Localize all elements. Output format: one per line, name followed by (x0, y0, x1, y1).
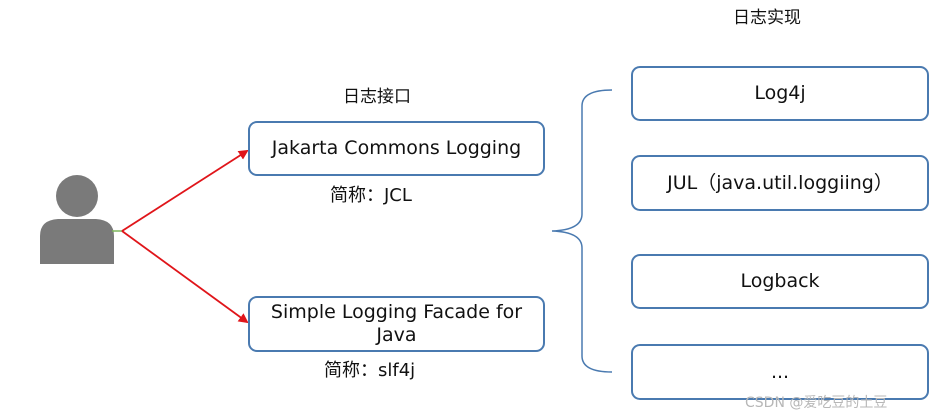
log4j-box: Log4j (631, 66, 929, 121)
logback-label: Logback (740, 270, 820, 292)
implementation-brace (551, 89, 613, 373)
slf4j-box: Simple Logging Facade for Java (248, 296, 545, 352)
implementation-heading: 日志实现 (733, 8, 801, 28)
jcl-box: Jakarta Commons Logging (248, 121, 545, 176)
slf4j-label-line1: Simple Logging Facade for (270, 301, 523, 323)
jul-box: JUL（java.util.loggiing） (631, 155, 929, 211)
arrow-to-jcl (121, 149, 249, 232)
jul-label: JUL（java.util.loggiing） (667, 171, 893, 194)
watermark: CSDN @爱吃豆的土豆 (745, 395, 888, 411)
slf4j-abbreviation: 简称：slf4j (324, 360, 416, 381)
interface-heading: 日志接口 (343, 87, 411, 107)
jcl-abbreviation: 简称：JCL (330, 185, 412, 206)
log4j-label: Log4j (754, 82, 806, 104)
logback-box: Logback (631, 254, 929, 309)
arrow-to-slf4j (121, 230, 249, 324)
more-implementations-label: ... (770, 360, 790, 383)
user-icon (40, 175, 114, 264)
slf4j-label-line2: Java (376, 324, 417, 346)
jcl-label: Jakarta Commons Logging (271, 137, 522, 159)
more-implementations-box: ... (631, 344, 929, 400)
